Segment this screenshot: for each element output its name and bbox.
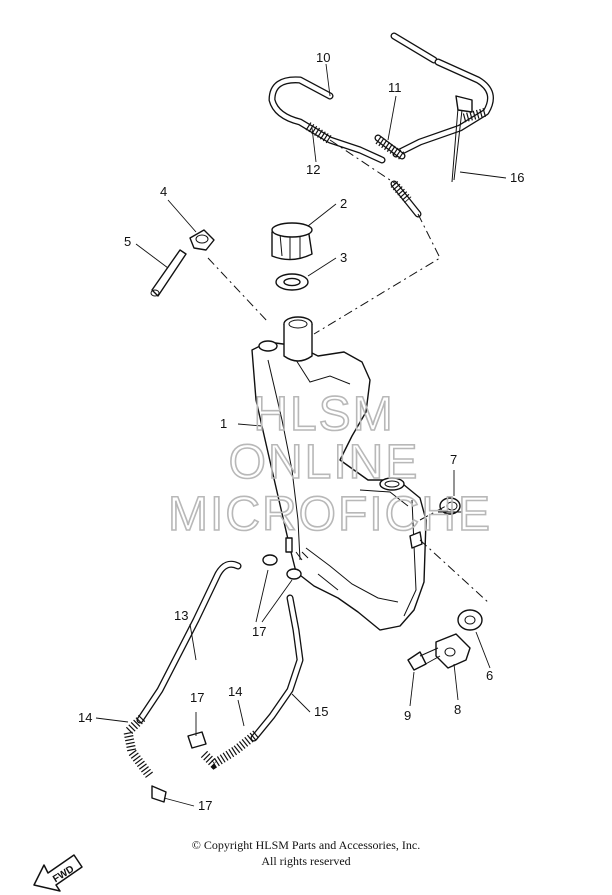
callout-14-right: 14 [228, 684, 242, 699]
callout-6: 6 [486, 668, 493, 683]
tank-cap [271, 222, 313, 261]
drain-hose [187, 594, 304, 770]
hose-clamps [262, 551, 309, 580]
drain-plug [189, 229, 215, 251]
overflow-hose [123, 560, 242, 803]
grommet [438, 497, 462, 515]
callout-10: 10 [316, 50, 330, 65]
watermark-line-1: HLSM [253, 388, 394, 441]
callout-4: 4 [160, 184, 167, 199]
callout-9: 9 [404, 708, 411, 723]
watermark: HLSM ONLINE MICROFICHE [167, 387, 492, 542]
callout-8: 8 [454, 702, 461, 717]
callout-13: 13 [174, 608, 188, 623]
callout-3: 3 [340, 250, 347, 265]
watermark-line-3: MICROFICHE [168, 488, 492, 541]
callout-17-bottom: 17 [198, 798, 212, 813]
callout-17-center: 17 [252, 624, 266, 639]
callout-numbers: 1 2 3 4 5 6 7 8 9 10 11 12 13 14 14 15 1… [78, 50, 524, 813]
callout-16: 16 [510, 170, 524, 185]
breather-hoses [268, 32, 494, 218]
copyright-text: © Copyright HLSM Parts and Accessories, … [191, 838, 421, 852]
callout-1: 1 [220, 416, 227, 431]
cap-gasket [275, 273, 309, 291]
callout-2: 2 [340, 196, 347, 211]
callout-12: 12 [306, 162, 320, 177]
callout-14-left: 14 [78, 710, 92, 725]
assembly-lines [207, 213, 491, 605]
bracket [435, 633, 471, 669]
callout-7: 7 [450, 452, 457, 467]
callout-5: 5 [124, 234, 131, 249]
damper [457, 609, 483, 631]
rights-text: All rights reserved [261, 854, 351, 868]
reservoir-tank [251, 316, 427, 631]
bolt [407, 647, 441, 671]
callout-17-middle: 17 [190, 690, 204, 705]
watermark-line-2: ONLINE [229, 436, 420, 489]
leader-lines [95, 63, 507, 807]
pin [150, 249, 187, 297]
callout-15: 15 [314, 704, 328, 719]
fwd-arrow-icon: FWD [33, 854, 83, 892]
callout-11: 11 [388, 80, 402, 95]
